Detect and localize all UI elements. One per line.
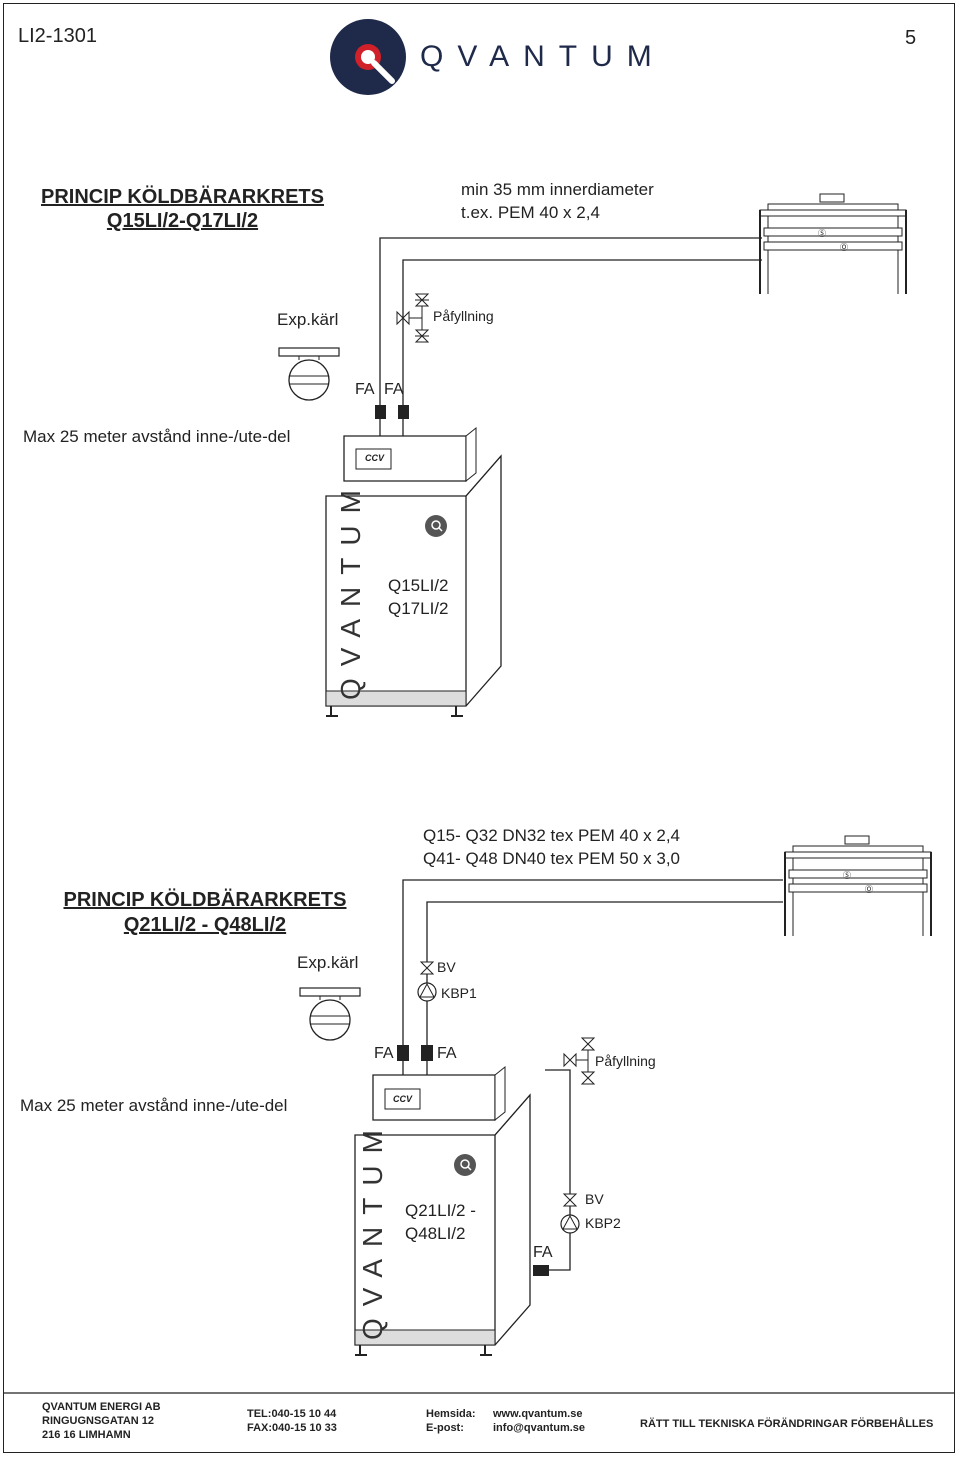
bv-valve-1 <box>420 961 434 975</box>
fill-valves-1 <box>396 293 429 343</box>
section1-unit-model-line1: Q15LI/2 <box>388 576 449 595</box>
section1-fill-label: Påfyllning <box>433 308 494 324</box>
section1-title-line2: Q15LI/2-Q17LI/2 <box>106 210 259 232</box>
brand-logo-icon <box>330 19 406 95</box>
footer-company: QVANTUM ENERGI AB RINGUGNSGATAN 12 216 1… <box>42 1401 161 1441</box>
section2-fa-bottom: FA <box>533 1244 553 1261</box>
section2-kbp1-label: KBP1 <box>441 985 477 1001</box>
section2-bv2-label: BV <box>585 1191 604 1207</box>
section1-pipe-note-line1: min 35 mm innerdiameter <box>461 180 654 199</box>
fa-filter-bottom <box>533 1265 549 1276</box>
footer-phone: TEL:040-15 10 44 FAX:040-15 10 33 <box>247 1408 337 1434</box>
section2-fa-right: FA <box>437 1045 457 1062</box>
section2-title-line1: PRINCIP KÖLDBÄRARKRETS <box>63 889 347 911</box>
section1-pipe-note-line2: t.ex. PEM 40 x 2,4 <box>461 203 600 222</box>
section1-distance-label: Max 25 meter avstånd inne-/ute-del <box>23 427 291 446</box>
fa-filter-left-2 <box>397 1045 409 1061</box>
section1-unit-brand: QVANTUM <box>335 478 366 700</box>
section1-fa-right: FA <box>384 381 404 398</box>
fa-filter-left <box>375 405 386 419</box>
page-frame <box>3 3 955 1453</box>
brand-wordmark: QVANTUM <box>420 40 666 73</box>
section2-exp-label: Exp.kärl <box>297 953 359 972</box>
footer-website-link[interactable]: www.qvantum.se <box>493 1408 583 1420</box>
section1-fa-left: FA <box>355 381 375 398</box>
section2-panel-label: CCV <box>393 1094 413 1104</box>
section1-unit-model-line2: Q17LI/2 <box>388 599 449 618</box>
section2-pipe-note-line2: Q41- Q48 DN40 tex PEM 50 x 3,0 <box>423 849 681 868</box>
footer-contact-labels: Hemsida: E-post: <box>426 1408 476 1434</box>
section2-unit-brand: QVANTUM <box>357 1118 388 1340</box>
fill-valves-2 <box>563 1037 595 1085</box>
section2-fa-left: FA <box>374 1045 394 1062</box>
dry-cooler-1 <box>759 193 907 295</box>
section2-distance-label: Max 25 meter avstånd inne-/ute-del <box>20 1096 288 1115</box>
section2-unit-model-line2: Q48LI/2 <box>405 1224 466 1243</box>
section2-title-line2: Q21LI/2 - Q48LI/2 <box>123 914 287 936</box>
fa-filter-right <box>398 405 409 419</box>
kbp2-pump-icon <box>560 1214 580 1234</box>
document-id: LI2-1301 <box>18 25 97 47</box>
expansion-vessel-1 <box>278 347 340 401</box>
page-number: 5 <box>905 27 917 49</box>
section2-bv-label: BV <box>437 959 456 975</box>
kbp1-pump-icon <box>417 982 437 1002</box>
footer-notice: RÄTT TILL TEKNISKA FÖRÄNDRINGAR FÖRBEHÅL… <box>640 1418 934 1430</box>
section2-pipe-note-line1: Q15- Q32 DN32 tex PEM 40 x 2,4 <box>423 826 681 845</box>
section2-unit-model-line1: Q21LI/2 - <box>405 1201 476 1220</box>
section1-panel-label: CCV <box>365 453 385 463</box>
bv-valve-2 <box>563 1193 577 1207</box>
section1-title-line1: PRINCIP KÖLDBÄRARKRETS <box>41 186 324 208</box>
fa-filter-right-2 <box>421 1045 433 1061</box>
section1-exp-label: Exp.kärl <box>277 310 339 329</box>
footer-contact-values: www.qvantum.se info@qvantum.se <box>493 1408 585 1436</box>
expansion-vessel-2 <box>299 987 361 1041</box>
section2-kbp2-label: KBP2 <box>585 1215 621 1231</box>
section2-fill-label: Påfyllning <box>595 1053 656 1069</box>
dry-cooler-2 <box>784 835 932 937</box>
footer-email-link[interactable]: info@qvantum.se <box>493 1421 586 1434</box>
